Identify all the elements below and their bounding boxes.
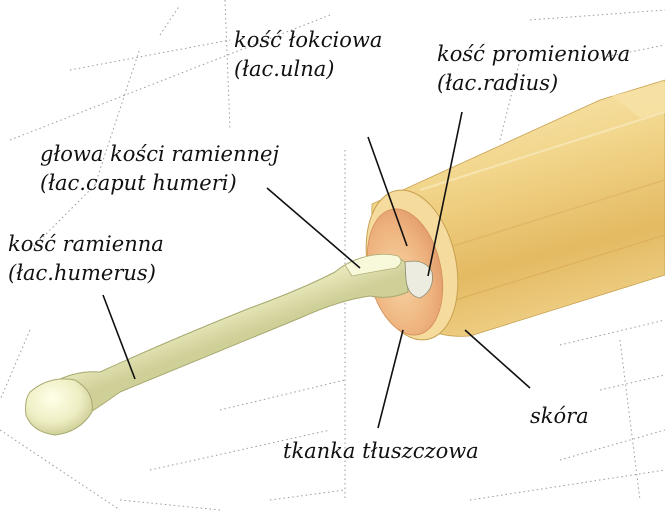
caput-label: głowa kości ramiennej (łac.caput humeri) (40, 140, 279, 198)
caput-leader-line (267, 188, 360, 268)
caput-latin: (łac.caput humeri) (40, 169, 279, 198)
ulna-name: kość łokciowa (234, 26, 382, 55)
fat-name: tkanka tłuszczowa (283, 437, 479, 466)
skin-leader-line (465, 330, 530, 388)
ulna-label: kość łokciowa (łac.ulna) (234, 26, 382, 84)
fat-label: tkanka tłuszczowa (283, 437, 479, 466)
fat-leader-line (378, 330, 403, 428)
ulna-latin: (łac.ulna) (234, 55, 382, 84)
humerus-name: kość ramienna (8, 230, 164, 259)
radius-label: kość promieniowa (łac.radius) (437, 40, 630, 98)
skin-label: skóra (530, 402, 589, 431)
humerus-label: kość ramienna (łac.humerus) (8, 230, 164, 288)
radius-name: kość promieniowa (437, 40, 630, 69)
radius-latin: (łac.radius) (437, 69, 630, 98)
skin-name: skóra (530, 402, 589, 431)
caput-name: głowa kości ramiennej (40, 140, 279, 169)
humerus-latin: (łac.humerus) (8, 259, 164, 288)
